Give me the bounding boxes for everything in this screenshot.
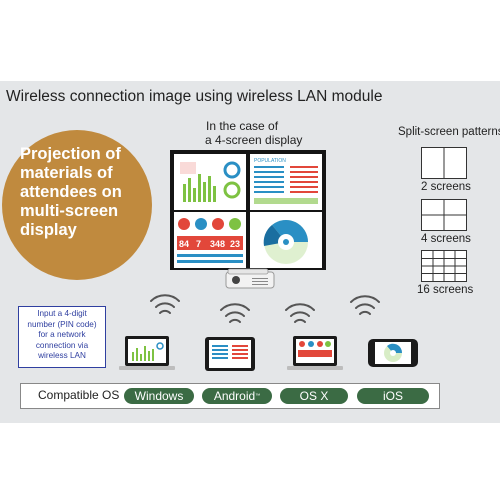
split-16-icon [422, 251, 466, 281]
smartphone-icon [368, 339, 418, 367]
screen-quadrant-stats: 84 7 348 23 [174, 212, 246, 268]
wifi-waves-icon [150, 294, 180, 314]
screen-quadrant-population: POPULATION [250, 154, 322, 210]
split-patterns-title: Split-screen patterns [398, 126, 500, 138]
laptop-icon [287, 336, 343, 370]
wifi-waves-icon [220, 303, 250, 323]
pin-info-line: connection via [35, 340, 89, 350]
os-name: OS X [299, 389, 329, 403]
circle-text: Projection of materials of attendees on … [20, 145, 145, 240]
radial-chart-icon [263, 219, 309, 264]
os-name: Android [213, 389, 256, 403]
circle-line: attendees on [20, 183, 122, 201]
case-label-line1: In the case of [206, 119, 279, 133]
os-badge-osx: OS X [280, 388, 348, 404]
pin-info-line: Input a 4-digit [37, 309, 87, 318]
screen-quadrant-radial [250, 212, 322, 268]
population-label: POPULATION [254, 158, 286, 164]
bar-chart-icon [180, 161, 241, 202]
population-chart-icon: POPULATION [254, 158, 318, 204]
pin-info-text: Input a 4-digit number (PIN code) for a … [18, 309, 106, 362]
stat-value: 7 [196, 239, 201, 249]
tablet-icon [205, 337, 255, 371]
screen-quadrant-bar-chart [174, 154, 246, 210]
trademark-symbol: ™ [255, 393, 261, 399]
projection-screen: POPULATION 8 [170, 150, 326, 270]
pattern-16-screens [421, 250, 467, 282]
laptop-icon [119, 336, 175, 370]
os-badge-android: Android™ [202, 388, 272, 404]
split-2-icon [443, 148, 445, 178]
case-label: In the case of a 4-screen display [205, 119, 303, 147]
pattern-label: 2 screens [421, 181, 471, 193]
pattern-2-screens [421, 147, 467, 179]
highlight-circle [2, 130, 152, 280]
circle-line: Projection of [20, 145, 121, 163]
pattern-label: 16 screens [417, 284, 474, 296]
page-title: Wireless connection image using wireless… [6, 88, 383, 105]
pin-info-line: wireless LAN [38, 351, 86, 360]
circle-line: display [20, 221, 77, 239]
pattern-label: 4 screens [421, 233, 471, 245]
stat-value: 348 [210, 239, 225, 249]
wifi-waves-icon [350, 295, 380, 315]
stat-value: 84 [179, 239, 189, 249]
case-label-line2: a 4-screen display [205, 133, 303, 147]
split-4-icon [422, 200, 466, 230]
pattern-4-screens [421, 199, 467, 231]
os-name: Windows [134, 389, 184, 403]
pin-info-box [18, 306, 106, 368]
wifi-waves-icon [285, 303, 315, 323]
pin-info-line: number (PIN code) [27, 319, 97, 329]
os-badge-windows: Windows [124, 388, 194, 404]
circle-line: multi-screen [20, 202, 119, 220]
stat-value: 23 [230, 239, 240, 249]
projector-icon [225, 268, 275, 289]
compatible-os-label: Compatible OS [38, 388, 120, 402]
circle-line: materials of [20, 164, 113, 182]
stats-chart-icon: 84 7 348 23 [177, 218, 243, 263]
os-badge-ios: iOS [357, 388, 429, 404]
os-name: iOS [382, 389, 403, 403]
pin-info-line: for a network [38, 330, 86, 339]
